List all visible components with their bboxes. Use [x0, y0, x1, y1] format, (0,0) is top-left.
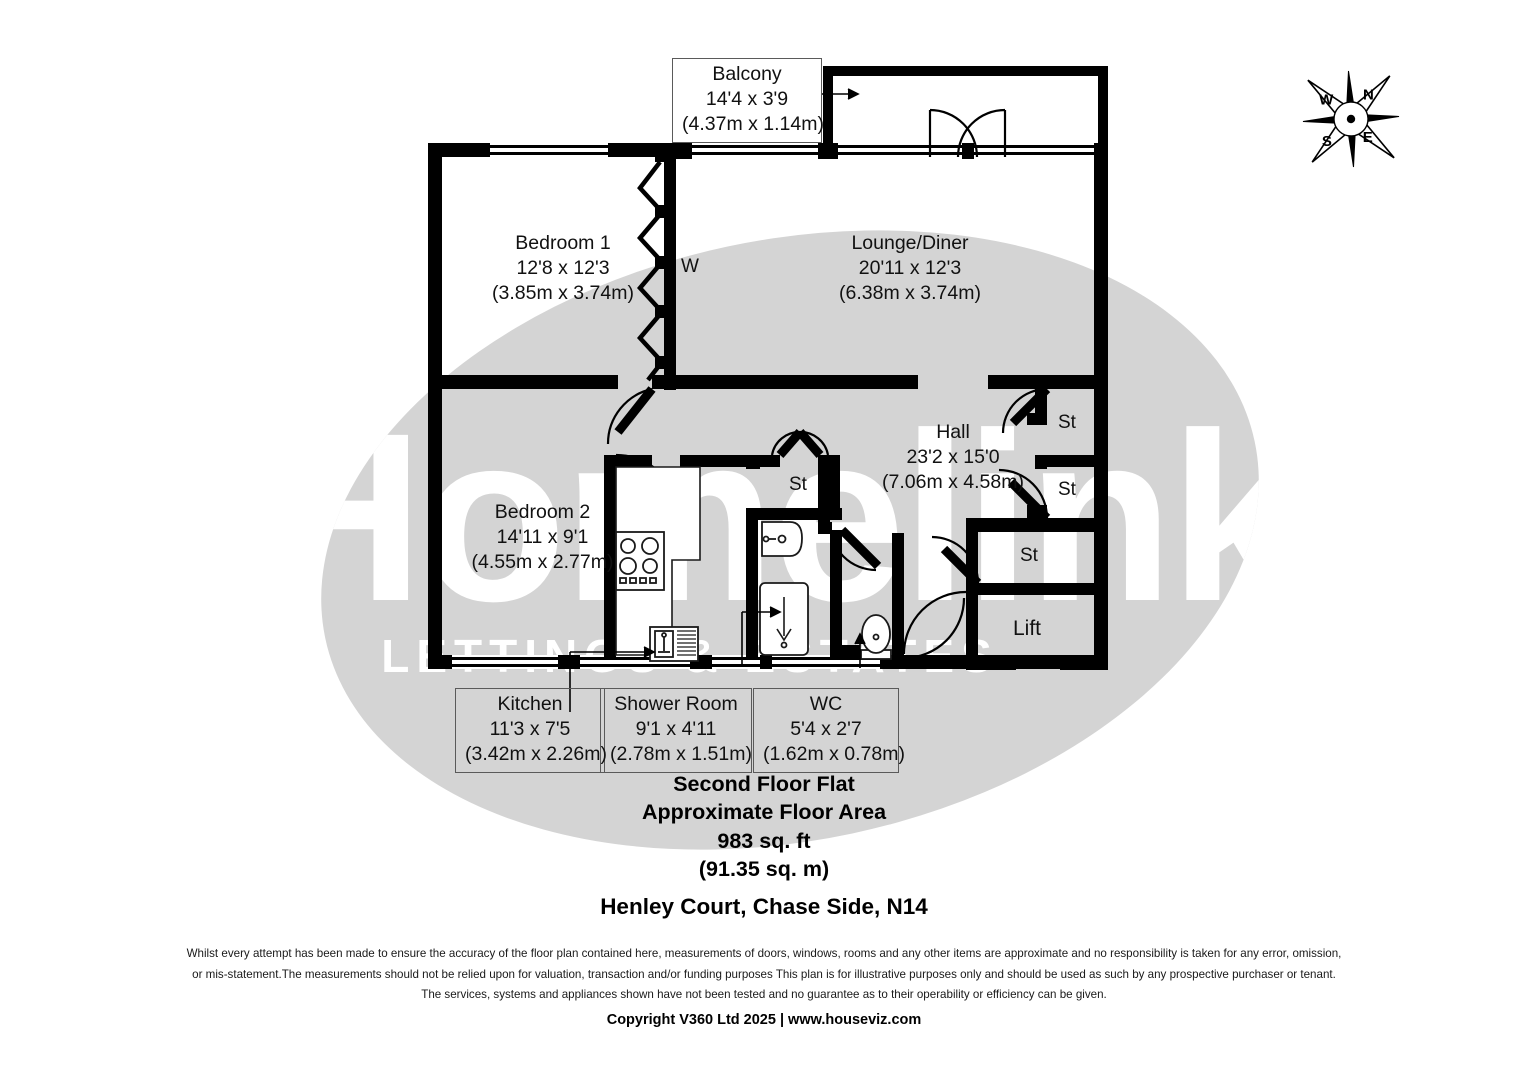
balcony-leader — [812, 88, 860, 100]
compass-s-label: S — [1322, 133, 1332, 150]
hob-icon — [615, 531, 665, 591]
compass-w-label: W — [1319, 92, 1334, 109]
shower-tray-icon — [759, 582, 809, 656]
shower-arrow — [741, 606, 782, 666]
kitchen-leader — [569, 646, 656, 712]
basin-icon — [761, 521, 803, 557]
toilet-icon — [860, 614, 892, 660]
sink-icon — [649, 626, 699, 662]
compass-e-label: E — [1363, 129, 1373, 146]
fixtures — [569, 88, 892, 712]
wardrobe-bifold-doors — [637, 160, 668, 382]
compass-n-label: N — [1363, 87, 1374, 104]
wc-arrow — [854, 632, 866, 668]
compass-rose: N E S W — [1302, 70, 1400, 168]
door-swings — [606, 108, 1051, 660]
